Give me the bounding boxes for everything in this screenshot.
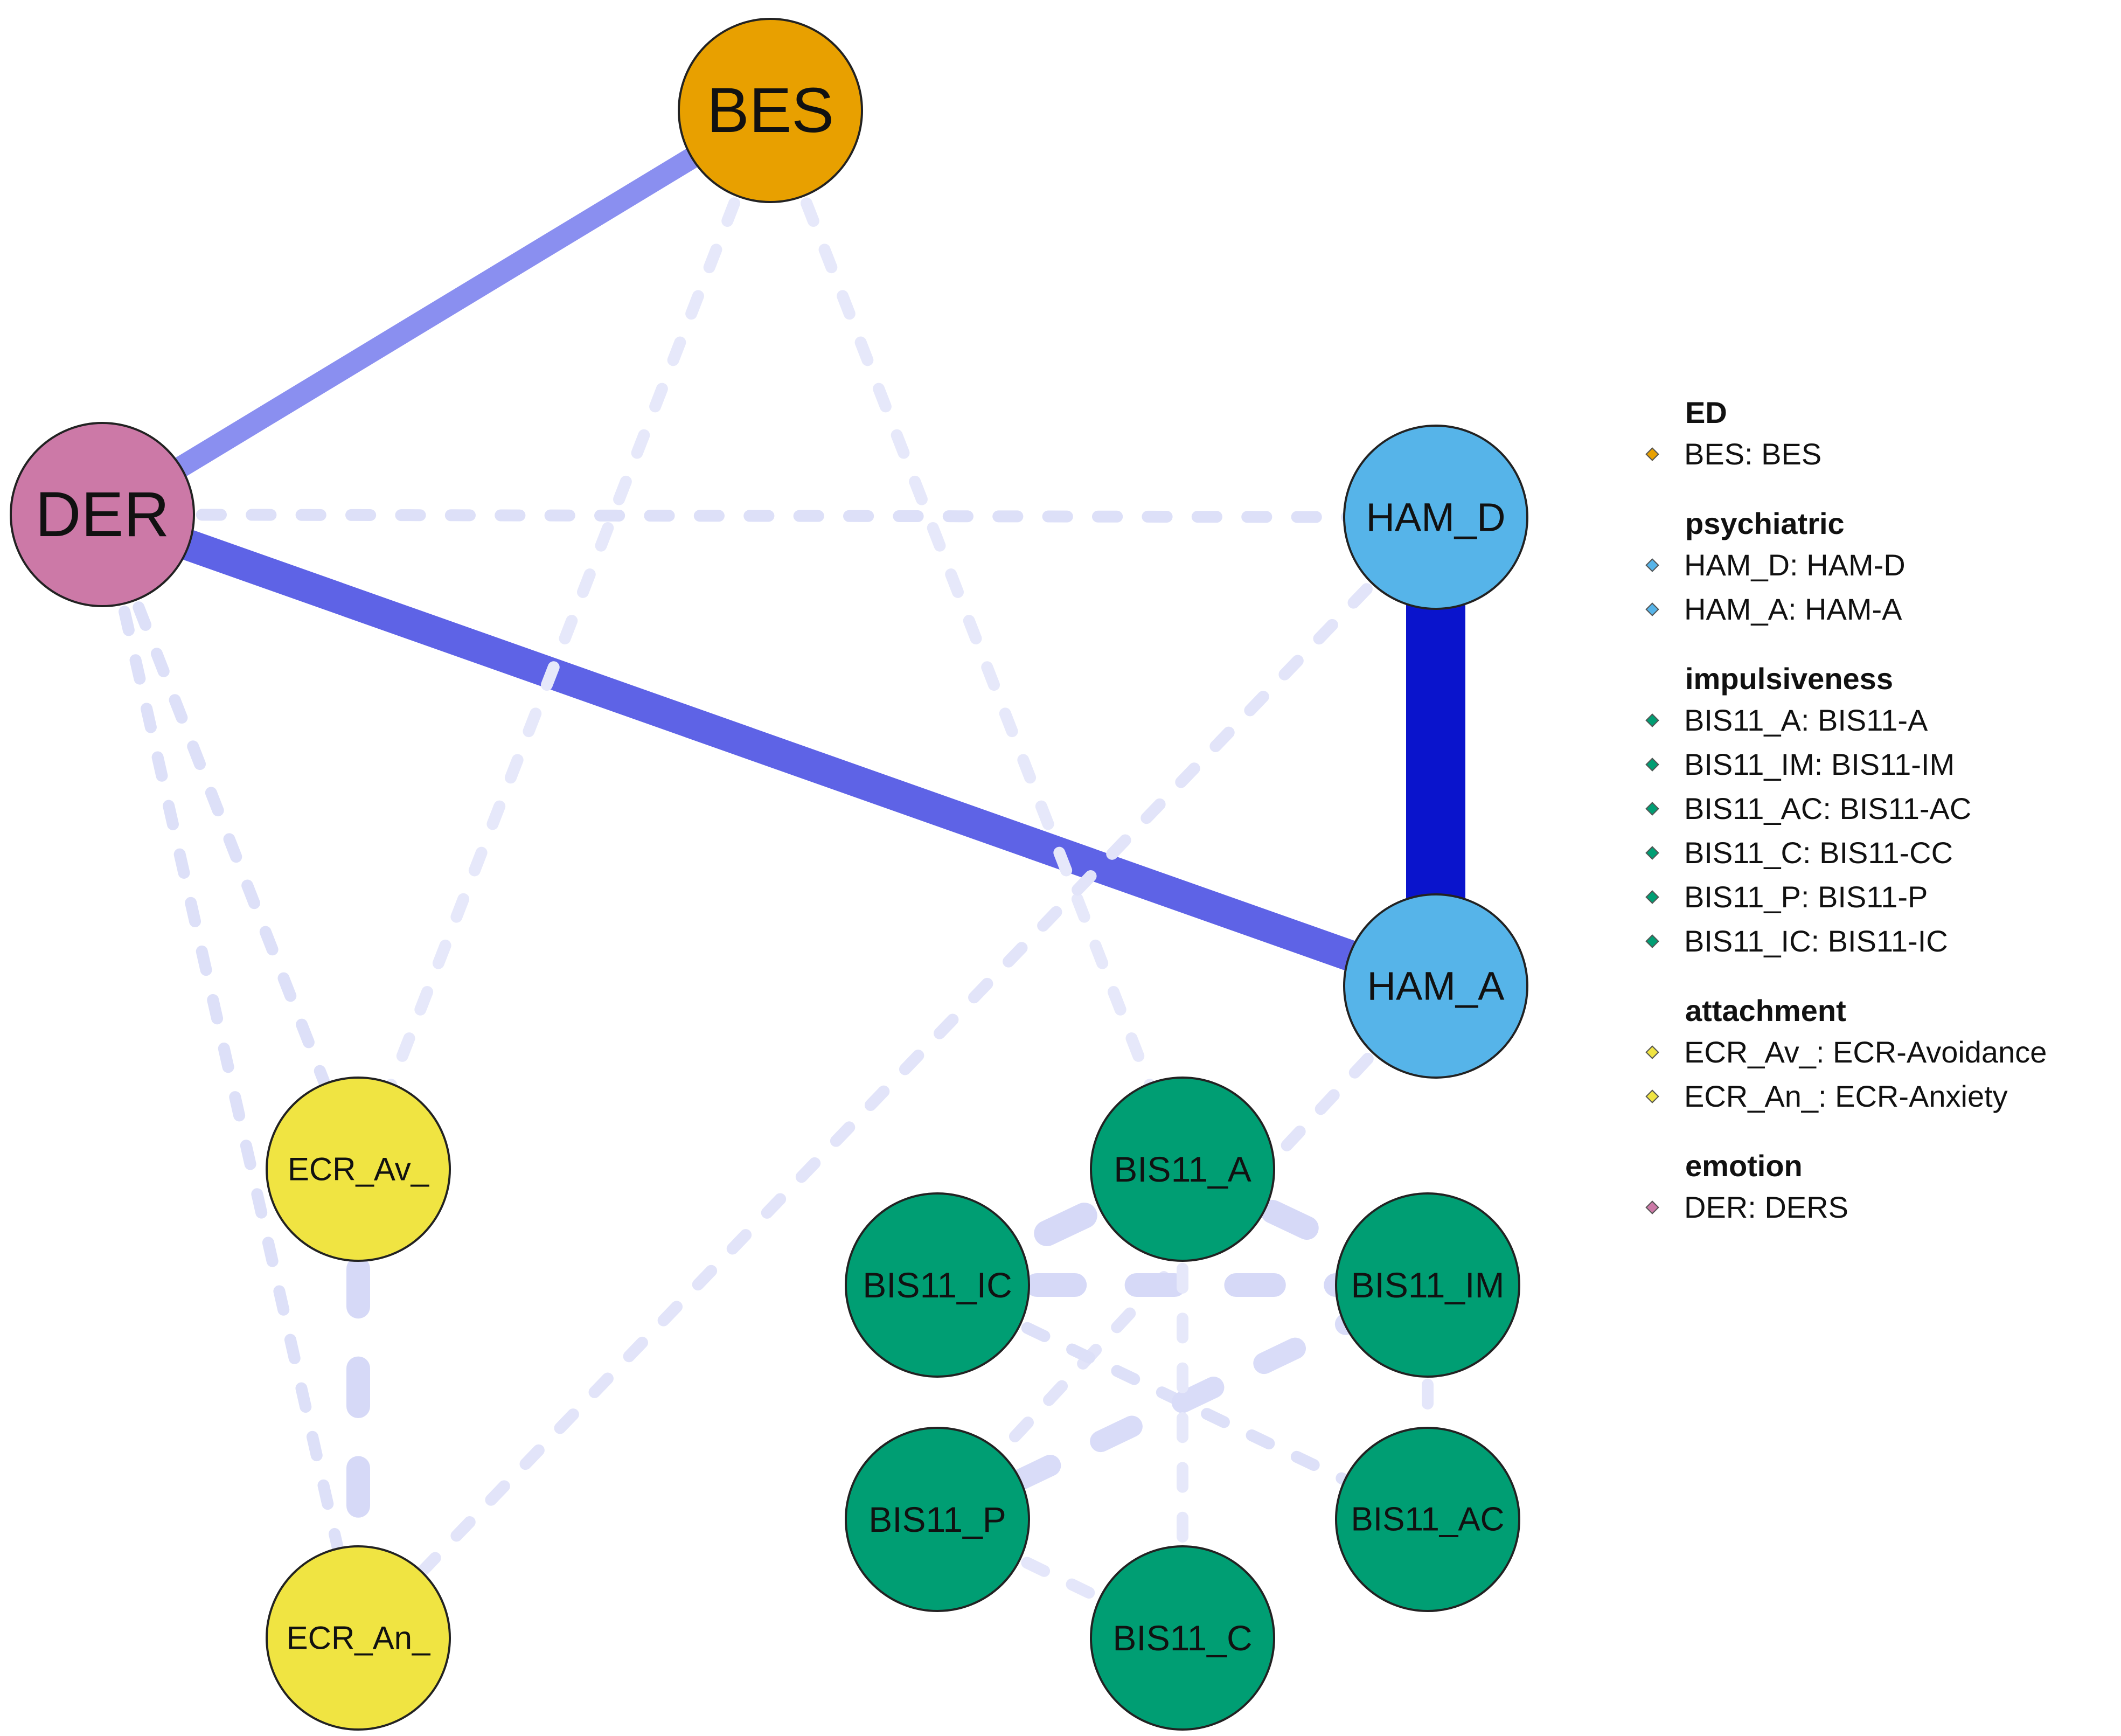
legend-item: HAM_A: HAM-A bbox=[1638, 587, 2112, 631]
diamond-icon bbox=[1645, 1200, 1659, 1214]
diamond-icon bbox=[1645, 1089, 1659, 1103]
edge-bes-ecr_av_ bbox=[352, 105, 776, 1175]
legend-item: BES: BES bbox=[1638, 432, 2112, 476]
node-ecr_an_: ECR_An_ bbox=[266, 1545, 451, 1731]
node-label: HAM_D bbox=[1366, 495, 1505, 540]
node-bis11_c: BIS11_C bbox=[1090, 1545, 1275, 1731]
legend-item-label: DER: DERS bbox=[1684, 1190, 1848, 1224]
edge-der-ecr_av_ bbox=[96, 509, 364, 1175]
node-label: ECR_An_ bbox=[287, 1620, 431, 1656]
node-bes: BES bbox=[678, 18, 863, 203]
edge-bes-bis11_a bbox=[764, 105, 1188, 1175]
legend-item: ECR_Av_: ECR-Avoidance bbox=[1638, 1030, 2112, 1074]
legend-group-title: emotion bbox=[1685, 1149, 1803, 1183]
legend-item-label: BIS11_P: BIS11-P bbox=[1684, 880, 1928, 914]
node-layer: BES DER HAM_D HAM_A ECR_Av_ ECR_An_ BIS11_A BIS… bbox=[10, 18, 1528, 1731]
node-label: BIS11_C bbox=[1112, 1618, 1252, 1658]
node-circle bbox=[1343, 893, 1528, 1079]
diamond-icon bbox=[1645, 890, 1659, 904]
legend-item-label: BIS11_IC: BIS11-IC bbox=[1684, 924, 1948, 958]
diamond-icon bbox=[1645, 1045, 1659, 1059]
node-circle bbox=[10, 422, 195, 607]
legend-item: DER: DERS bbox=[1638, 1185, 2112, 1230]
node-ham_a: HAM_A bbox=[1343, 893, 1528, 1079]
diamond-icon bbox=[1645, 602, 1659, 616]
legend-item-label: BIS11_C: BIS11-CC bbox=[1684, 836, 1953, 870]
node-label: ECR_Av_ bbox=[288, 1151, 430, 1188]
node-circle bbox=[1335, 1192, 1520, 1378]
legend-group-title: psychiatric bbox=[1685, 506, 1845, 540]
legend-item-label: BES: BES bbox=[1684, 437, 1822, 471]
node-circle bbox=[845, 1192, 1030, 1378]
edge-der-ham_a bbox=[97, 499, 1441, 1001]
diamond-icon bbox=[1645, 447, 1659, 461]
node-label: BIS11_AC bbox=[1351, 1501, 1505, 1538]
node-label: BIS11_P bbox=[868, 1499, 1006, 1539]
node-bis11_a: BIS11_A bbox=[1090, 1077, 1275, 1262]
legend-group-title: impulsiveness bbox=[1685, 662, 1893, 696]
node-ecr_av_: ECR_Av_ bbox=[266, 1077, 451, 1262]
diamond-icon bbox=[1645, 934, 1659, 948]
legend-item: BIS11_C: BIS11-CC bbox=[1638, 831, 2112, 875]
edge-der-ham_d bbox=[96, 509, 1442, 523]
legend-group-ed: ED BES: BES bbox=[1638, 393, 2112, 476]
legend-item: BIS11_AC: BIS11-AC bbox=[1638, 787, 2112, 831]
legend-item-label: BIS11_A: BIS11-A bbox=[1684, 703, 1928, 737]
diamond-icon bbox=[1645, 758, 1659, 772]
legend-item-label: ECR_Av_: ECR-Avoidance bbox=[1684, 1035, 2047, 1069]
legend-item-label: ECR_An_: ECR-Anxiety bbox=[1684, 1079, 2008, 1113]
legend-item-label: HAM_D: HAM-D bbox=[1684, 548, 1906, 582]
node-bis11_p: BIS11_P bbox=[845, 1427, 1030, 1612]
node-bis11_ac: BIS11_AC bbox=[1335, 1427, 1520, 1612]
diamond-icon bbox=[1645, 713, 1659, 727]
edge-ham_d-ecr_an_ bbox=[352, 511, 1442, 1644]
node-circle bbox=[1090, 1077, 1275, 1262]
diamond-icon bbox=[1645, 802, 1659, 816]
node-label: BIS11_IC bbox=[863, 1265, 1012, 1305]
legend-group-title: ED bbox=[1685, 395, 1727, 429]
node-circle bbox=[266, 1077, 451, 1262]
node-label: BES bbox=[707, 75, 834, 146]
node-label: BIS11_A bbox=[1114, 1149, 1251, 1189]
legend-item: ECR_An_: ECR-Anxiety bbox=[1638, 1074, 2112, 1119]
node-bis11_im: BIS11_IM bbox=[1335, 1192, 1520, 1378]
edge-der-bes bbox=[96, 101, 776, 524]
legend-item: BIS11_IM: BIS11-IM bbox=[1638, 742, 2112, 787]
legend-item-label: HAM_A: HAM-A bbox=[1684, 592, 1902, 626]
node-circle bbox=[1343, 425, 1528, 610]
node-label: DER bbox=[35, 479, 169, 550]
node-circle bbox=[845, 1427, 1030, 1612]
node-bis11_ic: BIS11_IC bbox=[845, 1192, 1030, 1378]
node-label: BIS11_IM bbox=[1351, 1265, 1505, 1305]
legend-item: BIS11_IC: BIS11-IC bbox=[1638, 919, 2112, 963]
node-der: DER bbox=[10, 422, 195, 607]
legend-item-label: BIS11_AC: BIS11-AC bbox=[1684, 791, 1972, 825]
diamond-icon bbox=[1645, 846, 1659, 860]
edge-layer bbox=[96, 101, 1465, 1650]
legend-group-title: attachment bbox=[1685, 994, 1846, 1027]
node-circle bbox=[678, 18, 863, 203]
legend-item: HAM_D: HAM-D bbox=[1638, 543, 2112, 587]
node-label: HAM_A bbox=[1367, 964, 1505, 1009]
diamond-icon bbox=[1645, 558, 1659, 572]
edge-der-ecr_an_ bbox=[96, 509, 364, 1644]
node-circle bbox=[1335, 1427, 1520, 1612]
node-circle bbox=[1090, 1545, 1275, 1731]
legend-item-label: BIS11_IM: BIS11-IM bbox=[1684, 747, 1955, 781]
legend-item: BIS11_A: BIS11-A bbox=[1638, 698, 2112, 742]
legend-item: BIS11_P: BIS11-P bbox=[1638, 875, 2112, 919]
node-ham_d: HAM_D bbox=[1343, 425, 1528, 610]
node-circle bbox=[266, 1545, 451, 1731]
